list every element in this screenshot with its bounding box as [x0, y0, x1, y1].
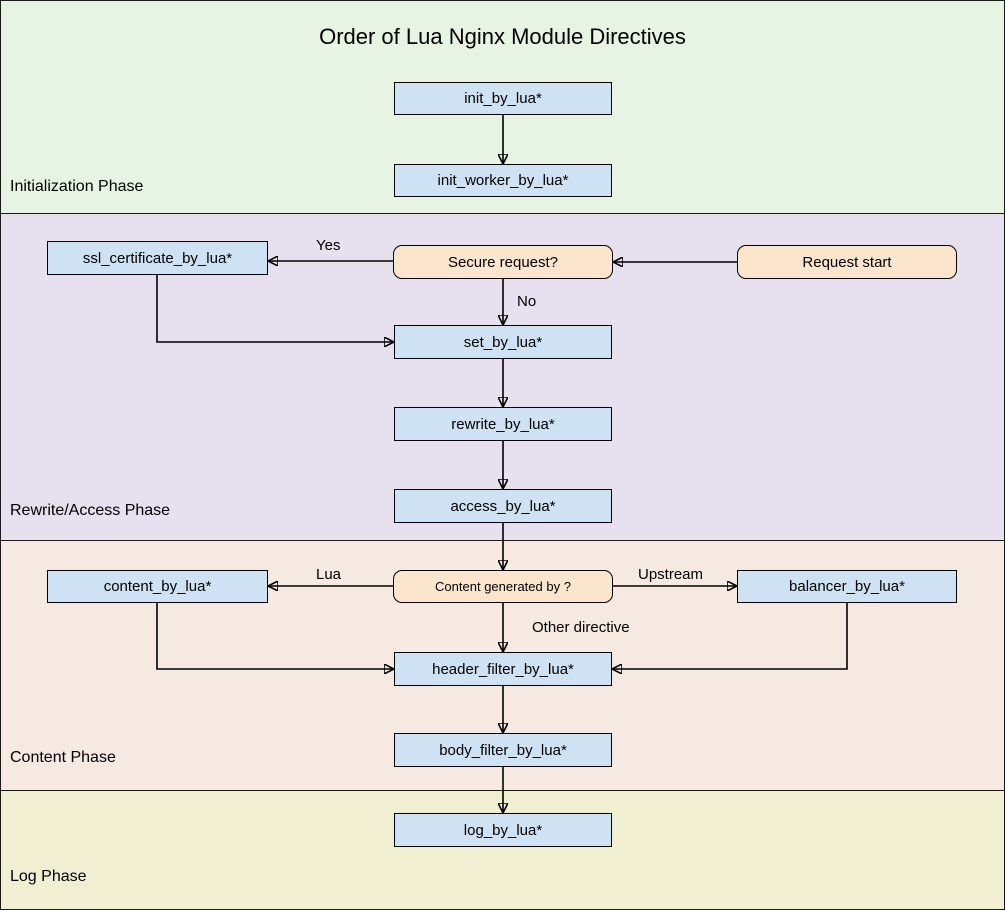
node-header-filter-by-lua: header_filter_by_lua*: [394, 652, 612, 686]
node-ssl-certificate-by-lua: ssl_certificate_by_lua*: [47, 241, 268, 275]
node-set-by-lua: set_by_lua*: [394, 325, 612, 359]
phase-label-initialization: Initialization Phase: [10, 178, 144, 195]
node-access-by-lua: access_by_lua*: [394, 489, 612, 523]
phase-label-rewrite-access: Rewrite/Access Phase: [10, 502, 171, 519]
edge-label-upstream: Upstream: [638, 566, 704, 583]
phase-band-log: [0, 790, 1005, 910]
phase-label-content: Content Phase: [10, 749, 116, 766]
edge-label-yes: Yes: [316, 237, 341, 254]
node-rewrite-by-lua: rewrite_by_lua*: [394, 407, 612, 441]
page-title: Order of Lua Nginx Module Directives: [319, 24, 686, 49]
node-secure-request: Secure request?: [393, 245, 613, 279]
edge-label-no: No: [517, 293, 537, 310]
node-init-by-lua: init_by_lua*: [394, 82, 612, 115]
edge-label-lua: Lua: [316, 566, 342, 583]
node-init-worker-by-lua: init_worker_by_lua*: [394, 164, 612, 197]
phase-label-log: Log Phase: [10, 868, 87, 885]
node-log-by-lua: log_by_lua*: [394, 813, 612, 847]
node-body-filter-by-lua: body_filter_by_lua*: [394, 733, 612, 767]
edge-label-other-directive: Other directive: [532, 619, 630, 636]
node-content-generated-by: Content generated by ?: [393, 570, 613, 603]
node-content-by-lua: content_by_lua*: [47, 570, 268, 603]
node-request-start: Request start: [737, 245, 957, 279]
node-balancer-by-lua: balancer_by_lua*: [737, 570, 957, 603]
